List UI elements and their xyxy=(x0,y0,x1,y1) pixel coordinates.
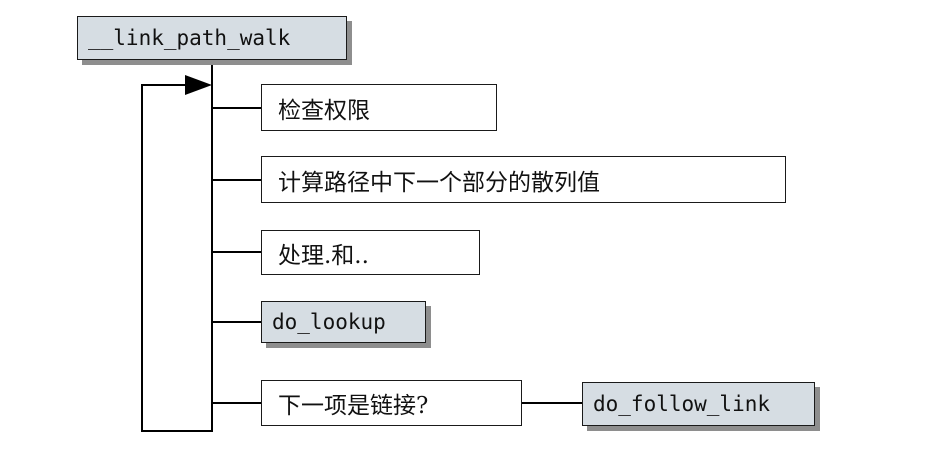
loop-arrowhead xyxy=(185,75,212,95)
branch-line-3 xyxy=(211,251,261,253)
step-box-check-permission: 检查权限 xyxy=(261,84,497,131)
step-box-handle-dots: 处理.和.. xyxy=(261,230,480,275)
step-box-compute-hash: 计算路径中下一个部分的散列值 xyxy=(261,156,786,203)
branch-line-4 xyxy=(211,321,261,323)
do-lookup-label: do_lookup xyxy=(272,310,386,334)
step-box-is-link: 下一项是链接? xyxy=(261,380,522,426)
trunk-line xyxy=(211,60,213,432)
step-label-compute-hash: 计算路径中下一个部分的散列值 xyxy=(278,169,600,196)
loop-left-line xyxy=(141,84,143,432)
branch-line-2 xyxy=(211,179,261,181)
loop-top-line xyxy=(141,84,189,86)
link-branch-line xyxy=(521,402,582,404)
root-function-box: __link_path_walk xyxy=(77,16,347,60)
do-follow-link-box: do_follow_link xyxy=(582,382,815,426)
do-lookup-box: do_lookup xyxy=(261,301,426,343)
step-label-handle-dots: 处理.和.. xyxy=(278,242,369,269)
branch-line-1 xyxy=(211,107,261,109)
step-label-is-link: 下一项是链接? xyxy=(278,393,429,419)
loop-bottom-line xyxy=(141,430,213,432)
branch-line-5 xyxy=(211,402,261,404)
do-follow-link-label: do_follow_link xyxy=(593,392,771,416)
step-label-check-permission: 检查权限 xyxy=(278,97,370,124)
root-function-label: __link_path_walk xyxy=(88,26,291,50)
